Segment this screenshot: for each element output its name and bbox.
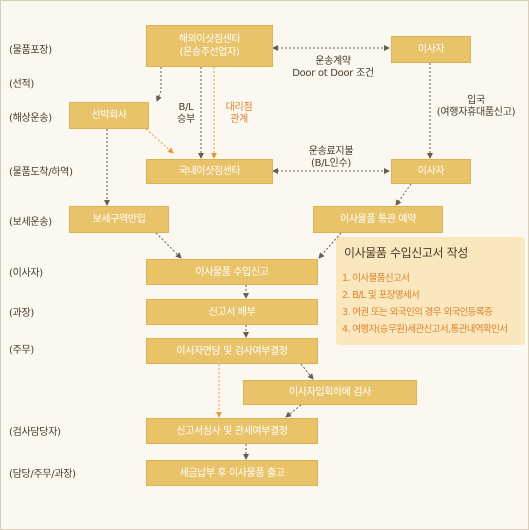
arrow-inspection-to-review xyxy=(285,404,302,418)
panel-item: 3. 여권 또는 외국인의 경우 외국인등록증 xyxy=(342,307,493,318)
panel-title: 이사물품 수입신고서 작성 xyxy=(344,246,468,260)
stage-label: (주무) xyxy=(9,345,35,356)
note-line: 운송계약 xyxy=(315,56,351,67)
arrow-shipping-to-domestic xyxy=(145,128,174,154)
box-review-and-tax: 신고서심사 및 관세여부결정 xyxy=(146,418,318,444)
box-inspection-with-mover: 이사자입회하에 검사 xyxy=(243,380,417,405)
box-overseas-moving-center: 해외이삿짐센타 (운송주선업자) xyxy=(146,25,273,67)
stage-label: (과장) xyxy=(9,308,35,319)
box-mover-mid: 이사자 xyxy=(391,159,471,184)
panel-item: 4. 여행자(승무원)세관신고서,통관내역확인서 xyxy=(342,324,508,335)
box-shipping-company: 선박회사 xyxy=(69,102,149,129)
note-line: 입국 xyxy=(467,95,485,106)
note-bl: B/L 승부 xyxy=(173,102,199,126)
stage-label: (해상운송) xyxy=(9,113,52,124)
panel-item: 1. 이사물품신고서 xyxy=(342,273,410,284)
note-contract: 운송계약 Door ot Door 조건 xyxy=(283,56,383,80)
note-entry: 입국 (여행자휴대품신고) xyxy=(427,95,525,119)
stage-label: (물품포장) xyxy=(9,45,52,56)
note-freight: 운송료지불 (B/L인수) xyxy=(291,146,371,170)
stage-label: (선적) xyxy=(9,79,35,90)
box-domestic-moving-center: 국내이삿짐센타 xyxy=(146,159,273,184)
note-line: Door ot Door 조건 xyxy=(292,68,374,79)
note-line: 대리점 xyxy=(225,102,253,113)
note-line: B/L xyxy=(178,102,194,113)
arrow-overseas-to-shipping xyxy=(156,67,162,102)
box-declaration-distribution: 신고서 배부 xyxy=(146,299,318,325)
box-mover-top: 이사자 xyxy=(391,36,471,63)
note-line: 관계 xyxy=(230,114,248,125)
arrow-mover-to-reservation xyxy=(395,183,412,206)
box-import-declaration: 이사물품 수입신고 xyxy=(146,259,318,285)
box-label: 해외이삿짐센타 xyxy=(178,34,241,45)
box-bonded-warehouse: 보세구역반입 xyxy=(69,206,169,233)
arrow-interview-to-inspection xyxy=(300,363,314,380)
note-line: 운송료지불 xyxy=(308,146,354,157)
stage-label: (보세운송) xyxy=(9,217,52,228)
note-agent: 대리점 관계 xyxy=(219,102,259,126)
stage-label: (담당/주무/과장) xyxy=(9,469,76,480)
note-line: (B/L인수) xyxy=(311,158,351,169)
stage-label: (이사자) xyxy=(9,268,43,279)
panel-item: 2. B/L 및 포장명세서 xyxy=(342,290,420,301)
box-interview-decision: 이사자면담 및 검사여부결정 xyxy=(146,338,318,364)
box-label: (운송주선업자) xyxy=(179,47,240,58)
box-customs-reservation: 이사물품 통관 예약 xyxy=(313,206,443,233)
stage-label: (검사담당자) xyxy=(9,427,61,438)
arrow-bonded-to-declaration xyxy=(155,232,182,259)
box-release: 세금납부 후 이사물품 출고 xyxy=(146,460,318,486)
note-line: 승부 xyxy=(177,114,195,125)
stage-label: (물품도착/하역) xyxy=(9,167,73,178)
declaration-docs-panel: 이사물품 수입신고서 작성 1. 이사물품신고서 2. B/L 및 포장명세서 … xyxy=(336,237,525,345)
note-line: (여행자휴대품신고) xyxy=(436,107,516,118)
